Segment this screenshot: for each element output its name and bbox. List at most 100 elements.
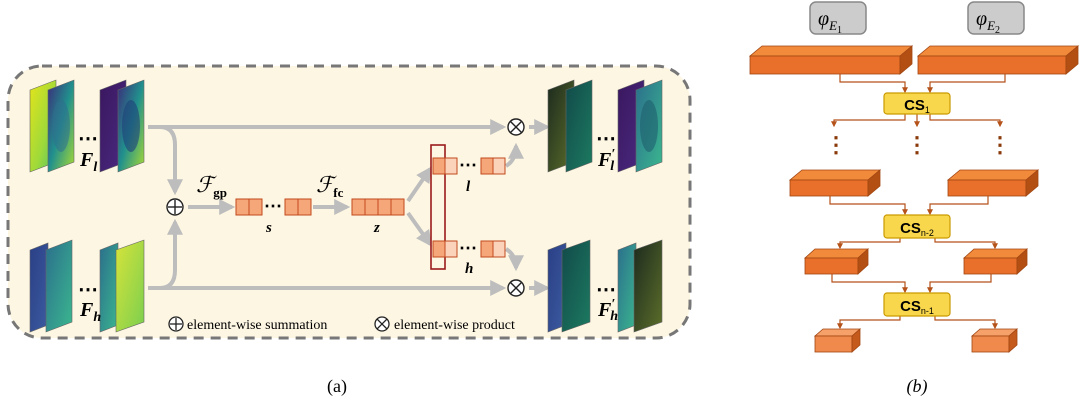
- block-lower-right: [962, 248, 1029, 275]
- connector-top-left-to-cs1: [839, 74, 908, 94]
- cs-label: CSn-1: [900, 298, 934, 316]
- output-high-feature-maps: ⋯ F′h: [547, 239, 663, 333]
- feature-map: [561, 239, 591, 333]
- output-high-label: F′h: [597, 297, 618, 324]
- block-side-face: [867, 169, 881, 197]
- vector-l: [432, 157, 506, 175]
- arrow-low-to-sum: [159, 125, 183, 196]
- block-top-right: [916, 45, 1080, 75]
- input-low-feature-maps: ⋯ Fl: [29, 79, 145, 175]
- block-top-face: [788, 169, 882, 181]
- vector-cell: [248, 198, 263, 216]
- block-lower-left: [803, 248, 870, 275]
- phi-encoder-1-label: φE1: [818, 8, 842, 36]
- block-top-face: [748, 45, 914, 57]
- vector-cell: [432, 240, 446, 258]
- vector-z: [351, 198, 405, 216]
- block-bottom-left: [813, 328, 862, 353]
- product-operator-high: [507, 279, 525, 297]
- brain-texture: [640, 100, 658, 152]
- panel-b: φE1 φE2: [748, 1, 1080, 397]
- input-low-label: Fl: [79, 149, 97, 175]
- product-operator-low: [507, 118, 525, 136]
- times-icon-b: [510, 282, 522, 294]
- vector-cell: [480, 240, 494, 258]
- vector-s-label: s: [265, 220, 272, 236]
- vector-cell: [284, 198, 299, 216]
- block-top-left: [748, 45, 914, 75]
- ellipsis: ⋯: [264, 196, 282, 216]
- connector-cs3-to-bottom-right: [934, 316, 998, 330]
- brain-texture: [52, 100, 70, 152]
- panel-a-caption: (a): [327, 376, 347, 397]
- input-high-label: Fh: [79, 299, 101, 325]
- block-front-face: [804, 257, 859, 275]
- block-front-face: [947, 179, 1027, 197]
- feature-map: [565, 79, 593, 173]
- ellipsis: ⋯: [596, 279, 616, 301]
- block-front-face: [971, 335, 1010, 353]
- arrow-l-to-product: [504, 142, 524, 168]
- panel-a: ⋯ Fl ⋯ Fh ℱgp ℱfc ⋯ s: [6, 64, 692, 397]
- cs-block-n-2: CSn-2: [883, 214, 951, 239]
- connector-cs2-to-lower-left: [837, 238, 901, 250]
- cs-label: CSn-2: [900, 220, 934, 238]
- brain-texture: [122, 100, 140, 152]
- feature-map: [45, 239, 73, 333]
- arrow-z-to-l: [406, 166, 432, 203]
- times-icon-b: [510, 121, 522, 133]
- feature-map: [617, 242, 637, 333]
- legend-sum-label: element-wise summation: [187, 318, 327, 333]
- block-side-face: [857, 248, 869, 275]
- arrow-z-to-h: [406, 211, 432, 247]
- output-low-label: F′l: [597, 147, 615, 174]
- cs-box: [883, 292, 951, 317]
- ellipsis: ⋯: [459, 155, 477, 175]
- block-side-face: [899, 45, 913, 75]
- vector-cell: [390, 198, 405, 216]
- connector-cs1-left: [831, 114, 906, 128]
- phi-encoder-2-box: [967, 1, 1025, 35]
- arrow-high-to-sum: [159, 218, 183, 290]
- connector-top-right-to-cs1: [927, 74, 1006, 94]
- input-high-feature-maps: ⋯ Fh: [29, 239, 145, 333]
- block-side-face: [1016, 248, 1028, 275]
- feature-map: [29, 242, 49, 333]
- vdots-left: ⋮: [825, 132, 847, 157]
- ellipsis: ⋯: [459, 238, 477, 258]
- ellipsis: ⋯: [78, 279, 98, 301]
- connector-mid-left-to-cs2: [829, 196, 908, 216]
- vector-cell: [492, 157, 506, 175]
- vector-cell: [235, 198, 250, 216]
- block-front-face: [917, 55, 1067, 75]
- times-icon-b: [376, 318, 388, 330]
- vector-z-label: z: [373, 220, 380, 236]
- vector-h: [432, 240, 506, 258]
- vector-l-label: l: [466, 179, 471, 195]
- flow-arrows: [148, 119, 551, 296]
- block-mid-right: [946, 169, 1040, 197]
- feature-map: [99, 242, 119, 333]
- panel-b-caption: (b): [907, 376, 928, 397]
- cs-block-n-1: CSn-1: [883, 292, 951, 317]
- block-top-face: [916, 45, 1080, 57]
- connector-mid-right-to-cs2: [927, 196, 989, 216]
- block-top-face: [803, 248, 870, 259]
- cs-label: CS1: [904, 97, 930, 115]
- vector-cell: [297, 198, 312, 216]
- vector-cell: [444, 157, 458, 175]
- connector-cs2-to-lower-right: [934, 238, 998, 250]
- block-mid-left: [788, 169, 882, 197]
- block-top-face: [946, 169, 1040, 181]
- vector-cell: [364, 198, 379, 216]
- vdots-right: ⋮: [989, 132, 1011, 157]
- block-front-face: [963, 257, 1018, 275]
- selection-highlight-box: [430, 144, 446, 270]
- block-front-face: [749, 55, 901, 75]
- block-front-face: [789, 179, 869, 197]
- vector-cell: [351, 198, 366, 216]
- vector-cell: [444, 240, 458, 258]
- sum-operator: [166, 198, 184, 216]
- legend-product-label: element-wise product: [394, 318, 515, 333]
